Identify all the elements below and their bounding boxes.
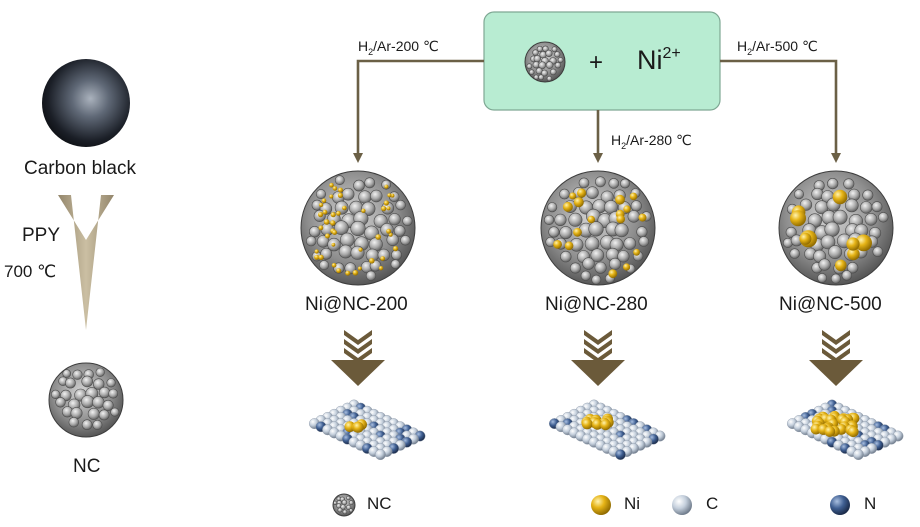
chevron-down-icon-280 xyxy=(571,330,625,386)
ni-nc-500-sphere xyxy=(778,170,894,286)
ni-ion-symbol: Ni xyxy=(637,45,663,75)
legend-label-nc: NC xyxy=(367,494,392,513)
condition-280-rest: /Ar-280 ℃ xyxy=(626,132,692,148)
condition-200-rest: /Ar-200 ℃ xyxy=(373,38,439,54)
ni-nc-280-sphere xyxy=(540,170,656,286)
ni-nc-200-sphere xyxy=(300,170,416,286)
condition-500-rest: /Ar-500 ℃ xyxy=(752,38,818,54)
legend-label-n: N xyxy=(864,494,877,513)
condition-280-sub: 2 xyxy=(621,140,627,151)
condition-280-h: H xyxy=(611,132,622,148)
ni-atom-icon xyxy=(591,495,611,515)
carbon-black-label: Carbon black xyxy=(24,158,136,179)
legend-label-c: C xyxy=(706,494,719,513)
plus-sign: + xyxy=(589,49,604,76)
nc-label: NC xyxy=(73,456,101,477)
ni-ion-charge: 2+ xyxy=(662,45,681,62)
nc-sphere-reactant xyxy=(524,41,566,83)
nc-sphere-icon xyxy=(332,493,356,517)
condition-500-h: H xyxy=(737,38,748,54)
surface-slab-280 xyxy=(549,399,666,460)
condition-200-h: H xyxy=(358,38,369,54)
condition-280: H2/Ar-280 ℃ xyxy=(611,132,692,151)
surface-slab-200 xyxy=(308,399,426,460)
chevron-down-icon-500 xyxy=(809,330,863,386)
ppy-label: PPY xyxy=(22,225,61,246)
surface-slab-500 xyxy=(787,399,904,460)
c-atom-icon xyxy=(672,495,692,515)
carbon-black-sphere xyxy=(42,59,130,147)
condition-200: H2/Ar-200 ℃ xyxy=(358,38,439,57)
condition-500: H2/Ar-500 ℃ xyxy=(737,38,818,57)
condition-200-sub: 2 xyxy=(368,46,374,57)
chevron-down-icon-200 xyxy=(331,330,385,386)
product-label-500: Ni@NC-500 xyxy=(779,294,882,315)
nc-sphere-left xyxy=(48,362,124,438)
product-label-280: Ni@NC-280 xyxy=(545,294,648,315)
legend-label-ni: Ni xyxy=(624,494,641,513)
arrow-200 xyxy=(353,59,484,163)
condition-500-sub: 2 xyxy=(747,46,753,57)
n-atom-icon xyxy=(830,495,850,515)
ppy-big-arrow xyxy=(58,195,114,330)
ni-ion-label: Ni2+ xyxy=(637,45,681,76)
product-label-200: Ni@NC-200 xyxy=(305,294,408,315)
arrow-500 xyxy=(720,59,841,163)
temperature-label: 700 ℃ xyxy=(4,262,57,281)
